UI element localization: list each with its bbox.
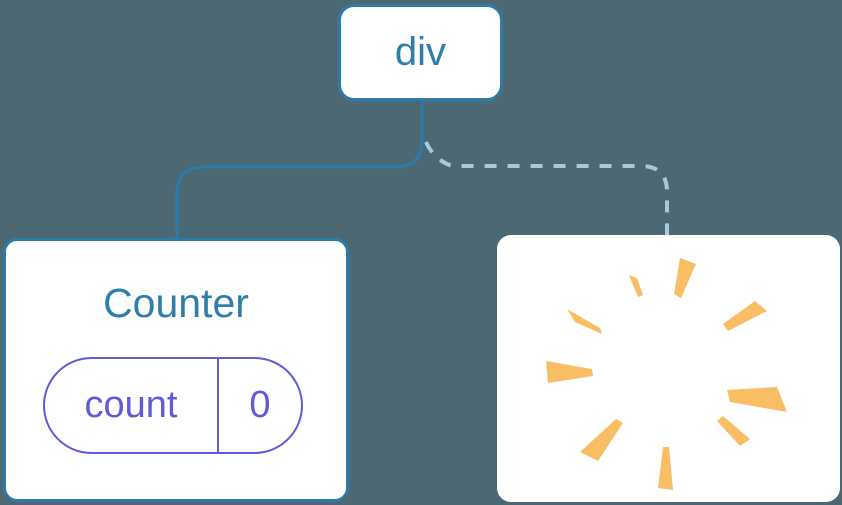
edge-dashed <box>424 141 669 236</box>
poof-ray <box>546 361 593 383</box>
counter-title: Counter <box>103 280 249 326</box>
edge-solid <box>175 102 424 238</box>
poof-ray <box>580 419 623 461</box>
poof-ray <box>674 258 696 298</box>
removed-card <box>497 235 840 502</box>
root-node-label: div <box>394 30 447 74</box>
poof-ray <box>717 416 750 446</box>
poof-ray <box>658 447 673 490</box>
state-pill: count 0 <box>43 357 303 454</box>
poof-ray <box>723 301 767 331</box>
poof-icon <box>546 258 787 490</box>
poof-ray <box>567 309 602 334</box>
poof-ray <box>629 275 643 297</box>
root-node-div: div <box>338 4 503 101</box>
state-value: 0 <box>249 384 271 426</box>
counter-card: Counter count 0 <box>3 238 349 502</box>
poof-ray <box>727 387 787 412</box>
state-key: count <box>45 359 219 452</box>
